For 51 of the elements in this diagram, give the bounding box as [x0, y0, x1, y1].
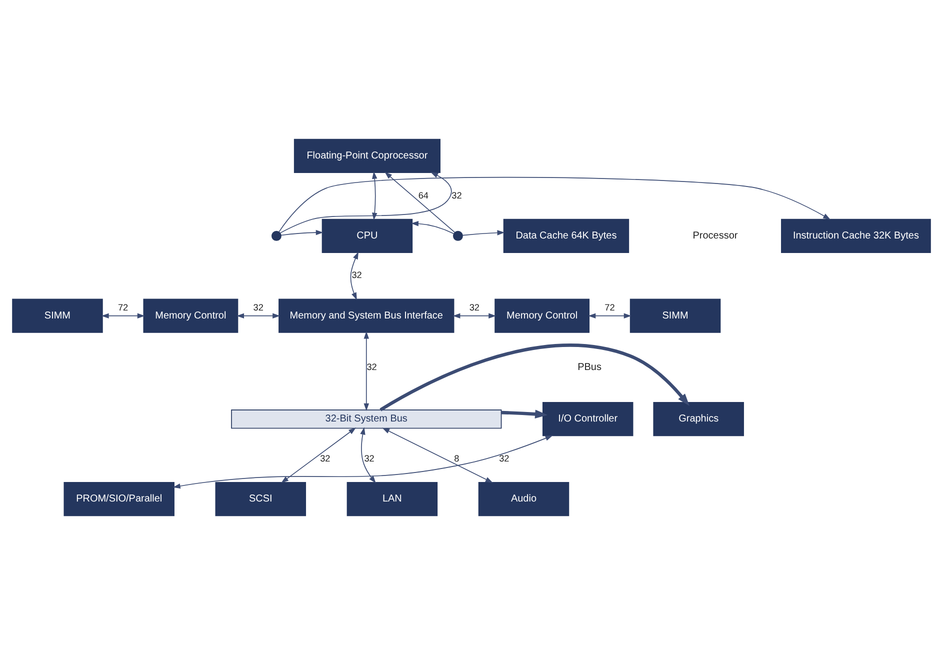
node-box: Floating-Point Coprocessor — [294, 138, 440, 173]
node-box: Memory Control — [494, 298, 590, 332]
arrow — [101, 312, 145, 318]
node-circle — [452, 230, 463, 240]
arrow — [501, 409, 548, 418]
label: PBus — [578, 362, 602, 373]
arrow — [588, 312, 632, 318]
node-box: SIMM — [630, 298, 721, 332]
arrow — [360, 426, 376, 483]
node-box: SCSI — [215, 481, 306, 516]
arrow — [364, 330, 370, 410]
arrow — [410, 220, 454, 234]
node-box: Data Cache 64K Bytes — [503, 218, 630, 252]
arrow — [172, 434, 553, 488]
arrow — [280, 172, 452, 233]
node-box: PROM/SIO/Parallel — [64, 481, 174, 516]
edge-label: 32 — [499, 452, 510, 463]
edge-label: 8 — [454, 452, 460, 463]
arrow — [278, 176, 831, 232]
arrow — [280, 229, 324, 236]
edge-label: 32 — [320, 452, 330, 463]
node-box: Graphics — [653, 402, 744, 436]
label: Processor — [692, 230, 738, 241]
node-box: SIMM — [12, 298, 103, 332]
edge-label: 32 — [452, 190, 462, 200]
edge-label: 32 — [366, 361, 377, 372]
arrow — [452, 312, 496, 318]
arrow — [462, 230, 505, 236]
edge-label: 32 — [469, 302, 480, 312]
edge-label: 72 — [604, 302, 615, 312]
node-box: I/O Controller — [542, 402, 634, 436]
node-circle — [271, 230, 282, 240]
arrow — [350, 251, 358, 300]
arrow — [236, 312, 280, 318]
edge-label: 32 — [352, 270, 362, 280]
node-box: LAN — [346, 481, 438, 516]
node-box: Memory Control — [143, 298, 238, 332]
arrow — [372, 170, 378, 220]
node-box: Memory and System Bus Interface — [278, 298, 454, 332]
edge-label: 32 — [253, 302, 264, 312]
edge-label: 32 — [364, 452, 374, 463]
node-box: Audio — [478, 481, 570, 516]
node-box: Instruction Cache 32K Bytes — [781, 218, 931, 252]
edge-label: 64 — [418, 190, 429, 200]
arrow — [281, 427, 356, 483]
edge-label: 72 — [118, 302, 128, 312]
arrow — [384, 171, 456, 232]
node-box: 32-Bit System Bus — [231, 409, 502, 428]
node-box: CPU — [322, 218, 413, 252]
arrow — [380, 344, 690, 411]
arrow — [382, 427, 493, 482]
